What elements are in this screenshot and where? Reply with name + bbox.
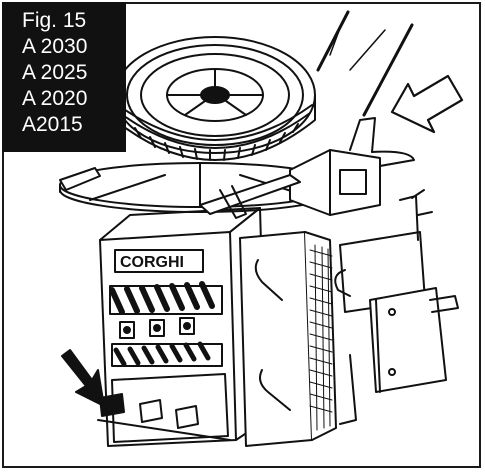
bead-breaker bbox=[334, 189, 459, 425]
pedals bbox=[97, 393, 231, 441]
caption-line-fig: Fig. 15 bbox=[22, 9, 87, 32]
brand-label: CORGHI bbox=[120, 254, 184, 271]
caption-line-model-4: A2015 bbox=[22, 113, 83, 136]
side-panel bbox=[239, 231, 337, 447]
figure-caption: Fig. 15 A 2030 A 2025 A 2020 A2015 bbox=[2, 2, 126, 152]
tyre bbox=[114, 36, 316, 161]
caption-line-model-2: A 2025 bbox=[22, 61, 88, 84]
caption-line-model-3: A 2020 bbox=[22, 87, 88, 110]
direction-lines bbox=[316, 10, 414, 117]
caption-line-model-1: A 2030 bbox=[22, 35, 88, 58]
outline-arrow-indicator bbox=[390, 74, 464, 134]
column-assembly bbox=[199, 117, 415, 219]
machine-body: CORGHI bbox=[99, 207, 267, 447]
pedal-arrow-indicator bbox=[61, 349, 105, 407]
